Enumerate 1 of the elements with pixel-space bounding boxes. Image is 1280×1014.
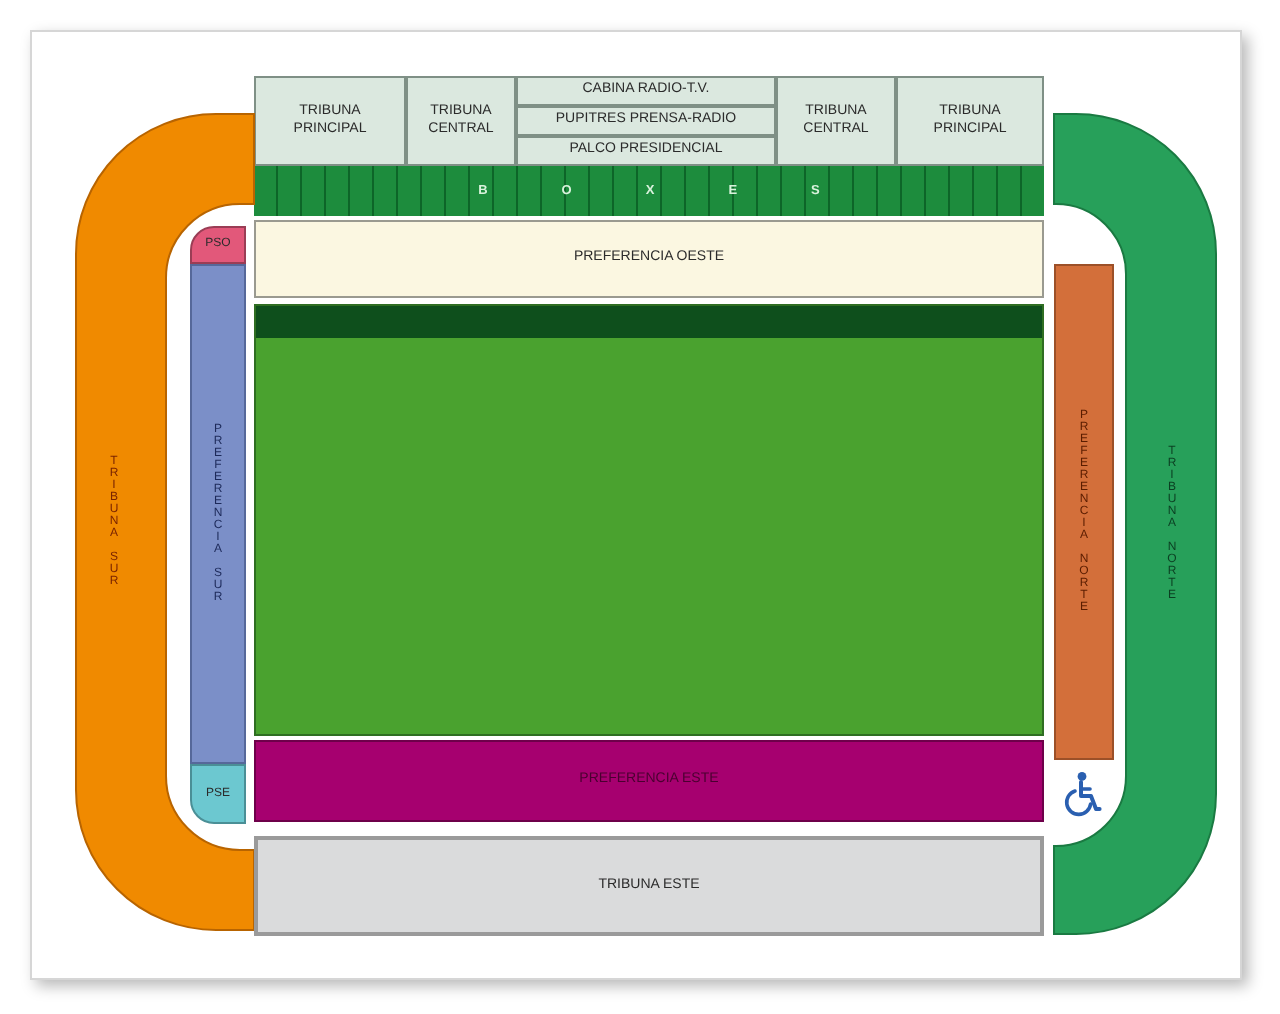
football-pitch [254,304,1044,736]
